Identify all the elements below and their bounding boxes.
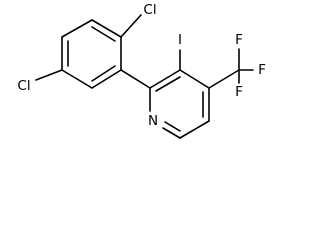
bond-to-cl-left: [35, 69, 63, 81]
bond-c5-c6: [91, 69, 122, 89]
atom-fluorine-right: F: [258, 62, 266, 78]
double-bond-inner-1: [91, 26, 116, 42]
bond-c1-c2: [91, 19, 122, 38]
atom-nitrogen: N: [148, 113, 158, 129]
bond-biaryl: [120, 69, 151, 89]
dichlorophenyl-ring: [61, 19, 122, 89]
double-bond-inner-pyr-3: [164, 121, 181, 132]
bond-c3-c4-pyr: [179, 69, 210, 89]
bond-c6-n-pyr: [162, 127, 181, 139]
double-bond-inner-3: [91, 65, 116, 82]
bond-c2-c3: [61, 19, 93, 38]
bond-c4-c5: [61, 69, 93, 89]
double-bond-inner-pyr-1: [155, 76, 181, 92]
atom-fluorine-bottom: F: [235, 84, 243, 100]
bond-c5-c6-pyr: [179, 120, 210, 139]
bond-c2-c3-pyr: [149, 69, 181, 89]
pyridine-ring: [149, 69, 210, 139]
atom-iodine: I: [178, 32, 182, 48]
atom-cl-top: Cl: [143, 2, 156, 18]
bond-to-cl-top: [120, 14, 142, 38]
molecule-structure: Cl Cl I N F F F: [17, 2, 266, 139]
atom-fluorine-top: F: [235, 32, 243, 48]
bond-to-cf3: [208, 69, 240, 89]
atom-cl-left: Cl: [17, 78, 30, 94]
